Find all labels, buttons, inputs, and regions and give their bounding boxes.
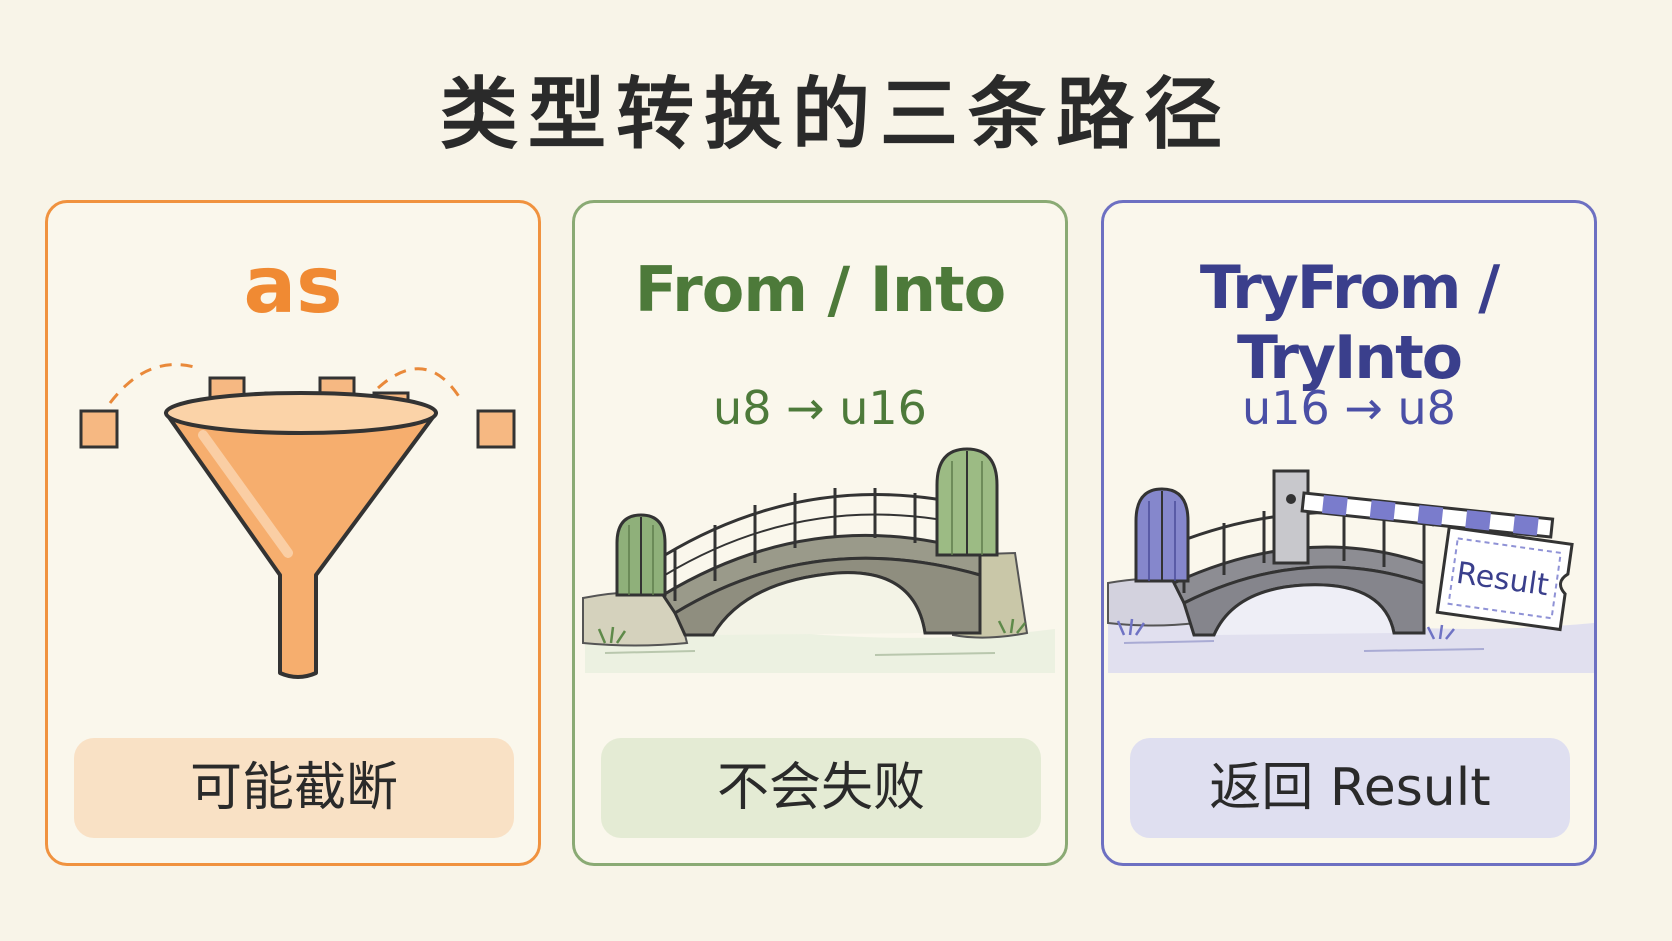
card-heading: TryFrom / TryInto: [1199, 253, 1500, 393]
card-heading: From / Into: [634, 253, 1006, 326]
card-caption: 不会失败: [601, 738, 1041, 838]
funnel-icon: [79, 363, 516, 679]
card-from-into: From / Into u8 → u16: [572, 200, 1068, 866]
bridge-icon: [582, 447, 1055, 673]
card-conversion: u16 → u8: [1242, 381, 1456, 435]
card-caption: 返回 Result: [1130, 738, 1570, 838]
card-as: as 可能截断: [45, 200, 541, 866]
card-conversion: u8 → u16: [713, 381, 927, 435]
card-tryfrom-tryinto: TryFrom / TryInto u16 → u8: [1101, 200, 1597, 866]
page-title: 类型转换的三条路径: [439, 70, 1232, 160]
card-heading: as: [243, 241, 343, 331]
card-caption: 可能截断: [74, 738, 514, 838]
gated-bridge-icon: Result: [1107, 469, 1594, 673]
